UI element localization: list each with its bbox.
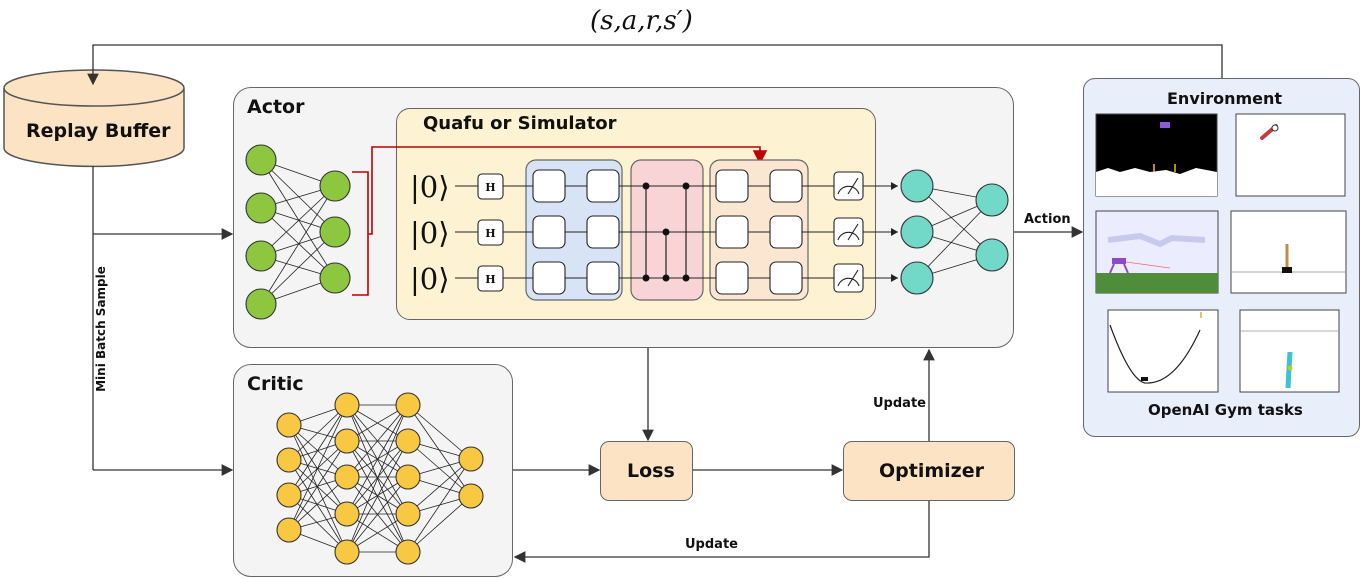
critic-node	[458, 483, 484, 509]
cartpole-thumb	[1230, 210, 1347, 294]
rotation-gate	[532, 261, 566, 295]
control-dot	[682, 182, 690, 190]
critic-network	[276, 392, 484, 565]
hadamard-label: H	[485, 181, 495, 194]
critic-node	[276, 482, 302, 508]
actor-node	[245, 288, 277, 320]
control-dot	[642, 182, 650, 190]
hadamard-gate	[477, 219, 504, 246]
critic-node	[334, 501, 360, 527]
rotation-gate	[769, 215, 803, 249]
optimizer-to-critic-arrow	[513, 501, 930, 563]
gym-tasks-label: OpenAI Gym tasks	[1148, 401, 1303, 419]
hadamard-gate	[477, 173, 504, 200]
hadamard-label: H	[485, 227, 495, 240]
transition-arrow	[87, 44, 1223, 86]
critic-node	[458, 446, 484, 472]
actor-label: Actor	[247, 96, 305, 118]
actor-output-node	[975, 183, 1009, 217]
quafu-label: Quafu or Simulator	[423, 113, 617, 134]
quantum-circuit: |0⟩ H |0⟩ H |0⟩ H	[410, 169, 898, 296]
loss-box	[600, 441, 693, 501]
actor-output-node	[900, 261, 934, 295]
critic-node	[276, 517, 302, 543]
actor-node	[319, 170, 351, 202]
env-thumbnails	[1095, 113, 1347, 393]
encoding-arrow	[352, 146, 768, 296]
transition-tuple-label: (s,a,r,s′)	[590, 6, 693, 36]
optimizer-box	[843, 441, 1015, 501]
rotation-gate	[532, 169, 566, 203]
control-dot	[642, 274, 650, 282]
critic-node	[334, 464, 360, 490]
actor-output-node	[900, 215, 934, 249]
actor-post-network	[900, 169, 1009, 295]
rotation-gate	[586, 169, 620, 203]
actor-node	[245, 144, 277, 176]
actor-node	[245, 240, 277, 272]
hadamard-label: H	[485, 273, 495, 286]
critic-node	[395, 392, 421, 418]
actor-node	[245, 192, 277, 224]
critic-node	[276, 447, 302, 473]
rotation-gate	[532, 215, 566, 249]
rotation-gate	[715, 215, 749, 249]
control-dot	[662, 274, 670, 282]
critic-node	[334, 392, 360, 418]
replay-buffer-label: Replay Buffer	[26, 120, 171, 142]
optimizer-label: Optimizer	[879, 460, 984, 482]
qubit-ket-label: |0⟩	[410, 262, 450, 296]
critic-node	[395, 501, 421, 527]
critic-node	[334, 539, 360, 565]
critic-node	[395, 428, 421, 454]
update-bottom-label: Update	[685, 537, 738, 552]
control-dot	[682, 274, 690, 282]
actor-node	[319, 262, 351, 294]
critic-node	[395, 539, 421, 565]
hadamard-gate	[477, 265, 504, 292]
rotation-gate	[715, 169, 749, 203]
actor-network	[245, 144, 351, 320]
flow-arrows	[87, 44, 1223, 563]
critic-node	[334, 428, 360, 454]
loss-label: Loss	[627, 460, 675, 482]
update-right-label: Update	[873, 396, 926, 411]
rotation-gate	[586, 261, 620, 295]
environment-label: Environment	[1167, 89, 1283, 108]
control-dot	[662, 228, 670, 236]
qubit-ket-label: |0⟩	[410, 170, 450, 204]
critic-node	[395, 464, 421, 490]
critic-label: Critic	[247, 373, 304, 395]
rotation-gate	[769, 261, 803, 295]
rotation-gate	[769, 169, 803, 203]
pendulum-thumb	[1235, 113, 1346, 197]
replay-buffer-cylinder	[3, 69, 185, 168]
critic-node	[276, 412, 302, 438]
rotation-gate	[715, 261, 749, 295]
action-label: Action	[1024, 212, 1071, 227]
mountain-car-thumb	[1107, 309, 1219, 393]
qubit-ket-label: |0⟩	[410, 216, 450, 250]
rotation-gate	[586, 215, 620, 249]
actor-node	[319, 216, 351, 248]
actor-output-node	[975, 238, 1009, 272]
actor-output-node	[900, 169, 934, 203]
